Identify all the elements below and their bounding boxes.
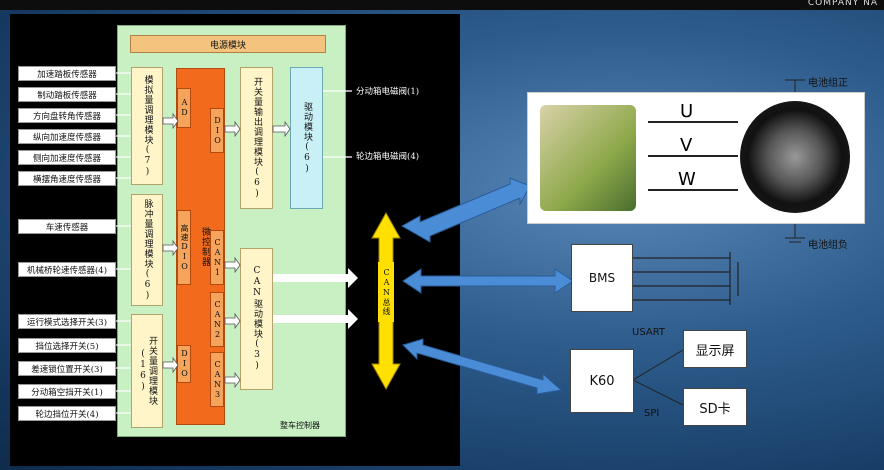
can-driver-module: CAN驱动模块(3)	[240, 248, 273, 390]
switch-transfer-neutral: 分动箱空挡开关(1)	[18, 384, 116, 399]
sensor-vehicle-speed: 车速传感器	[18, 219, 116, 234]
power-module: 电源模块	[130, 35, 326, 53]
can-driver-label: CAN驱动模块(3)	[252, 266, 262, 372]
phase-w: W	[678, 169, 696, 190]
sd-card-box: SD卡	[683, 388, 747, 426]
inverter-image	[540, 105, 636, 211]
battery-positive-label: 电池组正	[808, 78, 848, 89]
usart-label: USART	[632, 327, 666, 338]
sensor-wheel-speed: 机械桥轮速传感器(4)	[18, 262, 116, 277]
can2-label: CAN2	[213, 299, 222, 340]
pulse-conditioning-module: 脉冲量调理模块(6)	[131, 194, 163, 306]
dio-output-label: DIO	[213, 115, 222, 146]
bms-battery-lines	[631, 252, 739, 305]
top-bar-text: COMPANY NA	[807, 0, 878, 8]
switch-output-module: 开关量输出调理模块(6)	[240, 67, 273, 209]
k60-branches	[632, 349, 684, 406]
sensor-long-accel: 纵向加速度传感器	[18, 129, 116, 144]
output-hub-valve: 轮边箱电磁阀(4)	[356, 152, 420, 162]
pulse-module-label: 脉冲量调理模块(6)	[142, 198, 153, 302]
can1-port: CAN1	[210, 230, 224, 285]
output-transfer-valve: 分动箱电磁阀(1)	[356, 87, 420, 97]
display-box: 显示屏	[683, 330, 747, 368]
switch-hub-gear: 轮边挡位开关(4)	[18, 406, 116, 421]
sensor-accel-pedal: 加速踏板传感器	[18, 66, 116, 81]
microcontroller-label: 微控制器	[200, 226, 210, 267]
ad-port: AD	[177, 88, 191, 128]
phase-v: V	[680, 135, 693, 156]
ad-label: AD	[180, 98, 189, 118]
can3-port: CAN3	[210, 352, 224, 407]
switch-input-module-label: 开关量调理模块(16)	[138, 336, 157, 406]
output-lines	[323, 90, 352, 158]
analog-module-label: 模拟量调理模块(7)	[142, 74, 153, 178]
can2-port: CAN2	[210, 292, 224, 347]
switch-output-label: 开关量输出调理模块(6)	[252, 76, 262, 200]
k60-box: K60	[570, 349, 634, 413]
drive-module-label: 驱动模块(6)	[302, 101, 312, 175]
switch-input-conditioning-module: 开关量调理模块(16)	[131, 314, 163, 428]
can1-label: CAN1	[213, 237, 222, 278]
battery-negative-label: 电池组负	[808, 240, 848, 251]
top-bar: COMPANY NA	[0, 0, 884, 10]
analog-conditioning-module: 模拟量调理模块(7)	[131, 67, 163, 185]
switch-gear-select: 挡位选择开关(5)	[18, 338, 116, 353]
internal-arrows	[162, 112, 291, 389]
switch-run-mode: 运行模式选择开关(3)	[18, 314, 116, 329]
dio-input-label: DIO	[180, 349, 189, 379]
can-bus-label: CAN总线	[382, 268, 391, 316]
motor-controller-photo: U V W	[527, 92, 865, 224]
drive-module: 驱动模块(6)	[290, 67, 323, 209]
sensor-steering-angle: 方向盘转角传感器	[18, 108, 116, 123]
sensor-lines	[116, 72, 131, 414]
motor-wheel-image	[740, 101, 850, 213]
battery-rails	[785, 79, 805, 243]
can3-label: CAN3	[213, 359, 222, 400]
sensor-brake-pedal: 制动踏板传感器	[18, 87, 116, 102]
spi-label: SPI	[644, 408, 660, 419]
bms-box: BMS	[571, 244, 633, 312]
sensor-yaw-rate: 横摆角速度传感器	[18, 171, 116, 186]
switch-diff-lock: 差速锁位置开关(3)	[18, 361, 116, 376]
sensor-lat-accel: 侧向加速度传感器	[18, 150, 116, 165]
controller-title: 整车控制器	[280, 421, 320, 430]
can-bus-label-box: CAN总线	[378, 262, 394, 322]
phase-lines: U V W	[648, 101, 738, 207]
can-bus-arrows	[273, 268, 358, 329]
high-speed-dio-label: 高速DIO	[180, 223, 189, 272]
dio-output-port: DIO	[210, 108, 224, 153]
phase-u: U	[680, 101, 694, 122]
